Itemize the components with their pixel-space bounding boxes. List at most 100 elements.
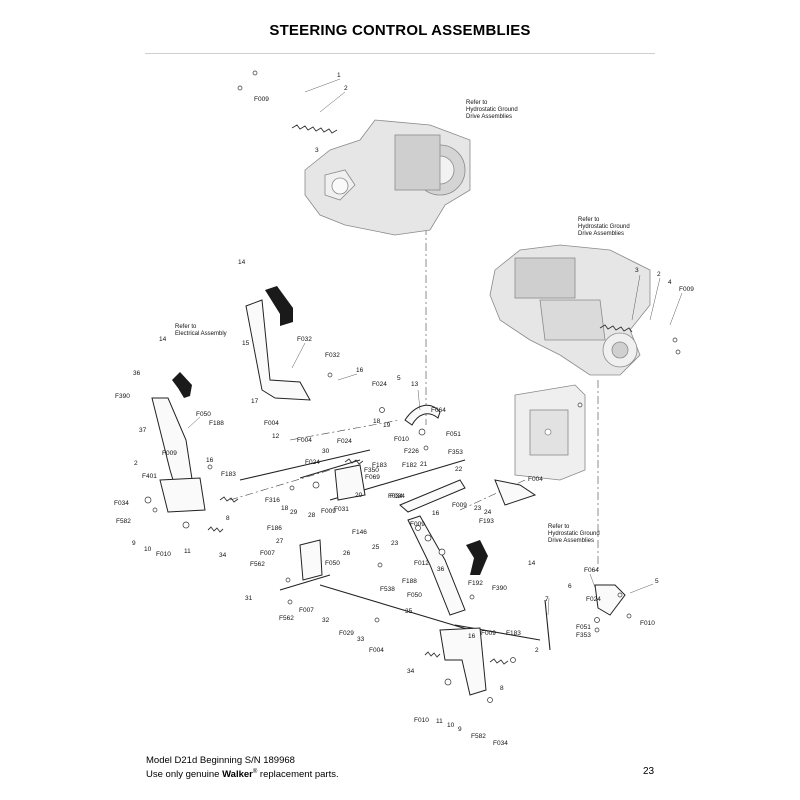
callout: F051 [446,431,461,438]
callout: F034 [493,740,508,747]
callout: 5 [397,375,401,382]
callout: 2 [134,460,138,467]
callout: 7 [545,596,549,603]
page-number: 23 [643,766,655,777]
callout: 37 [139,427,147,434]
callout: 8 [226,515,230,522]
callout: 31 [245,595,253,602]
callout: 11 [184,548,191,555]
callout: 35 [405,608,413,615]
hydrostatic-pump-right [489,244,651,376]
callout: F183 [372,462,387,469]
callout: F390 [492,585,507,592]
callout: F007 [260,550,275,557]
callout: F353 [576,632,591,639]
page-title: STEERING CONTROL ASSEMBLIES [269,22,531,39]
note-hydro-right-1: Refer to [578,217,600,223]
note-hydro-right-3: Drive Assemblies [578,231,624,237]
parts-notice: Use only genuine Walker® replacement par… [146,767,339,781]
note-hydro-top-3: Drive Assemblies [466,114,512,120]
notice-prefix: Use only genuine [146,768,223,780]
callout: 23 [474,505,482,512]
callout: 2 [657,271,661,278]
callout: F186 [267,525,282,532]
callout: F010 [156,551,171,558]
callout: F007 [299,607,314,614]
callout: F012 [414,560,429,567]
model-info: Model D21d Beginning S/N 189968 [146,755,295,766]
callout: 3 [315,147,319,154]
callout: 16 [432,510,440,517]
callout: 29 [290,509,298,516]
callout: F050 [407,592,422,599]
callout: F051 [576,624,591,631]
callout: F024 [305,459,320,466]
hardware-fasteners [144,70,681,703]
callout: 6 [568,583,572,590]
callout: F226 [404,448,419,455]
callout: F009 [254,96,269,103]
callout: F034 [388,493,403,500]
brand-name: Walker [222,768,253,780]
callout: F316 [265,497,280,504]
callout: F183 [506,630,521,637]
callout: 30 [322,448,330,455]
callout: F010 [640,620,655,627]
callout: F182 [402,462,417,469]
callout: 32 [322,617,330,624]
callout: F009 [481,630,496,637]
callout: F064 [584,567,599,574]
control-plate [514,384,586,481]
callout: 22 [455,466,463,473]
callout: F183 [221,471,236,478]
note-hydro-right-2: Hydrostatic Ground [578,224,630,230]
callout: 33 [357,636,365,643]
callout: 21 [420,461,428,468]
part-callouts: F009 1 2 3 14 15 F032 F032 16 14 36 F390… [114,72,694,747]
hand-grips [172,286,488,575]
callout: F188 [209,420,224,427]
callout: 2 [535,647,539,654]
callout: F064 [431,407,446,414]
callout: 1 [337,72,341,79]
callout: F032 [325,352,340,359]
callout: 4 [668,279,672,286]
callout: 12 [272,433,280,440]
callout: F004 [528,476,543,483]
note-hydro-top-2: Hydrostatic Ground [466,107,518,113]
callout: 18 [281,505,289,512]
callout: 28 [308,512,316,519]
page-footer: Model D21d Beginning S/N 189968 Use only… [146,755,339,780]
callout: F050 [196,411,211,418]
callout: 19 [383,422,391,429]
callout: 9 [458,726,462,733]
callout: F034 [390,493,405,500]
callout: F188 [402,578,417,585]
callout: F029 [339,630,354,637]
control-rods [239,449,551,651]
callout: F009 [162,450,177,457]
callout: F031 [334,506,349,513]
callout: 10 [144,546,152,553]
callout: 16 [356,367,364,374]
callout: F582 [471,733,486,740]
callout: 14 [159,336,167,343]
callout: F192 [468,580,483,587]
callout: 18 [373,418,381,425]
hydrostatic-pump-top [304,119,471,236]
callout: 17 [251,398,259,405]
callout: F009 [321,508,336,515]
callout: 15 [242,340,250,347]
note-hydro-bottom-3: Drive Assemblies [548,538,594,544]
callout: F024 [586,596,601,603]
callout: F009 [410,521,425,528]
note-hydro-bottom-2: Hydrostatic Ground [548,531,600,537]
callout: F004 [369,647,384,654]
reference-notes: Refer to Hydrostatic Ground Drive Assemb… [175,100,630,544]
callout: 13 [411,381,419,388]
callout: F050 [325,560,340,567]
callout: 3 [635,267,639,274]
dashed-assembly-lines [229,195,599,570]
callout: 25 [372,544,380,551]
